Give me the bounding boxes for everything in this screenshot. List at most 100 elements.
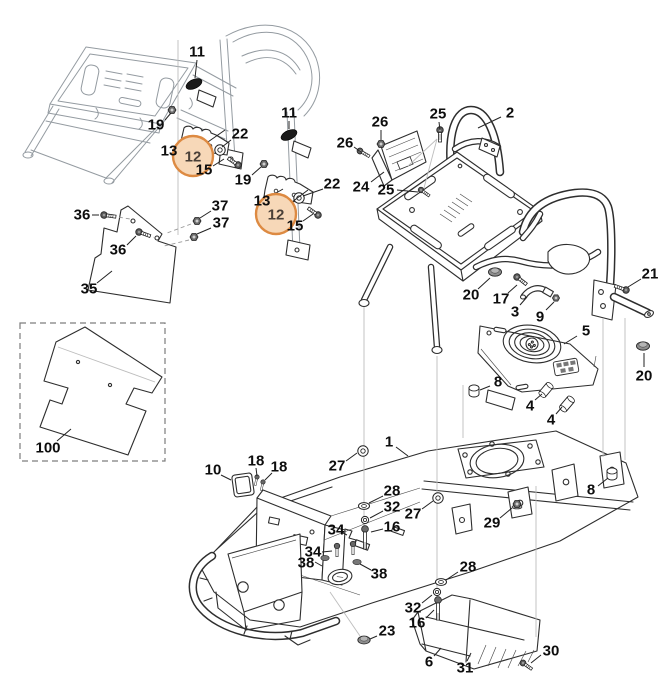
leader-line — [194, 59, 198, 79]
callout-18[interactable]: 18 — [271, 459, 288, 476]
leader-line — [545, 301, 555, 311]
leader-line — [56, 428, 72, 442]
leader-line — [314, 561, 323, 567]
part-10-cover-plate — [231, 472, 255, 498]
leader-line — [445, 571, 459, 581]
callout-5[interactable]: 5 — [582, 323, 590, 340]
callout-29[interactable]: 29 — [484, 515, 501, 532]
callout-23[interactable]: 23 — [379, 623, 396, 640]
callout-11[interactable]: 11 — [189, 44, 205, 61]
callout-11[interactable]: 11 — [281, 105, 297, 122]
highlighted-callout-12[interactable]: 12 — [268, 207, 285, 224]
callout-16[interactable]: 16 — [384, 519, 401, 536]
leader-line — [530, 654, 542, 664]
callout-30[interactable]: 30 — [543, 643, 560, 660]
callout-28[interactable]: 28 — [384, 483, 401, 500]
projection-line — [166, 223, 192, 234]
leader-line — [220, 474, 232, 481]
leader-line — [370, 528, 384, 533]
callout-38[interactable]: 38 — [371, 566, 388, 583]
highlight-circle-12[interactable] — [254, 192, 298, 236]
part-35-plate — [87, 205, 177, 304]
part-36-screw — [99, 210, 117, 221]
callout-34[interactable]: 34 — [328, 522, 345, 539]
leader-line — [96, 270, 113, 284]
bracket-cluster-right — [263, 129, 314, 261]
callout-4[interactable]: 4 — [547, 412, 556, 429]
part-37-nut — [189, 233, 199, 241]
leader-line — [479, 385, 491, 391]
part-38-pad — [352, 559, 362, 565]
callout-20[interactable]: 20 — [463, 287, 480, 304]
part-32-washer — [432, 587, 442, 597]
callout-25[interactable]: 25 — [430, 106, 447, 123]
leader-line — [421, 500, 434, 510]
leader-line — [499, 507, 513, 519]
callout-25[interactable]: 25 — [378, 182, 395, 199]
leader-line — [421, 594, 433, 604]
part-28-washer — [358, 502, 370, 510]
callout-28[interactable]: 28 — [460, 559, 477, 576]
callout-8[interactable]: 8 — [587, 482, 595, 499]
part-8-cap — [606, 467, 618, 481]
callout-17[interactable]: 17 — [493, 291, 510, 308]
callout-15[interactable]: 15 — [287, 218, 304, 235]
callout-6[interactable]: 6 — [425, 654, 433, 671]
leader-line — [345, 452, 358, 462]
part-100-kit-box — [19, 322, 166, 462]
callout-35[interactable]: 35 — [81, 281, 98, 298]
part-4-spacer — [557, 394, 577, 414]
callout-8[interactable]: 8 — [494, 374, 502, 391]
callout-38[interactable]: 38 — [298, 555, 315, 572]
callout-34[interactable]: 34 — [305, 544, 322, 561]
callout-10[interactable]: 10 — [205, 462, 222, 479]
part-23-cap-nut — [357, 635, 371, 645]
callout-36[interactable]: 36 — [74, 207, 91, 224]
callout-13[interactable]: 13 — [254, 193, 271, 210]
callout-2[interactable]: 2 — [506, 105, 514, 122]
leader-line — [519, 296, 528, 306]
seat-mount-plate — [376, 151, 543, 282]
callout-31[interactable]: 31 — [457, 660, 474, 674]
callout-3[interactable]: 3 — [511, 304, 519, 321]
callout-24[interactable]: 24 — [353, 179, 370, 196]
highlighted-callout-12[interactable]: 12 — [185, 149, 202, 166]
callout-32[interactable]: 32 — [384, 499, 401, 516]
leader-line — [221, 139, 232, 148]
leader-line — [396, 189, 419, 193]
leader-line — [196, 227, 212, 235]
leader-line — [264, 472, 273, 481]
part-19-nut — [167, 106, 177, 114]
callout-27[interactable]: 27 — [329, 458, 346, 475]
callout-19[interactable]: 19 — [148, 117, 165, 134]
highlight-circle-12[interactable] — [171, 134, 215, 178]
callout-37[interactable]: 37 — [212, 198, 229, 215]
leader-lines — [56, 59, 645, 664]
callout-15[interactable]: 15 — [196, 162, 213, 179]
callout-1[interactable]: 1 — [385, 434, 393, 451]
callout-100[interactable]: 100 — [35, 440, 60, 457]
callout-32[interactable]: 32 — [405, 600, 422, 617]
projection-line — [407, 138, 438, 167]
callout-27[interactable]: 27 — [405, 506, 422, 523]
callout-36[interactable]: 36 — [110, 242, 127, 259]
callout-16[interactable]: 16 — [409, 615, 426, 632]
callout-4[interactable]: 4 — [526, 398, 535, 415]
callout-26[interactable]: 26 — [337, 135, 354, 152]
callout-22[interactable]: 22 — [324, 176, 341, 193]
leader-line — [368, 495, 384, 504]
callout-22[interactable]: 22 — [232, 126, 249, 143]
part-26-nut — [376, 140, 386, 148]
callout-9[interactable]: 9 — [536, 309, 544, 326]
callout-20[interactable]: 20 — [636, 368, 653, 385]
callout-13[interactable]: 13 — [161, 143, 178, 160]
leader-line — [199, 210, 212, 219]
callout-18[interactable]: 18 — [248, 453, 265, 470]
callout-37[interactable]: 37 — [213, 215, 230, 232]
leader-line — [291, 189, 309, 203]
leader-line — [369, 635, 378, 640]
leader-line — [438, 121, 441, 131]
callout-19[interactable]: 19 — [235, 172, 252, 189]
callout-26[interactable]: 26 — [372, 114, 389, 131]
callout-21[interactable]: 21 — [642, 266, 659, 283]
